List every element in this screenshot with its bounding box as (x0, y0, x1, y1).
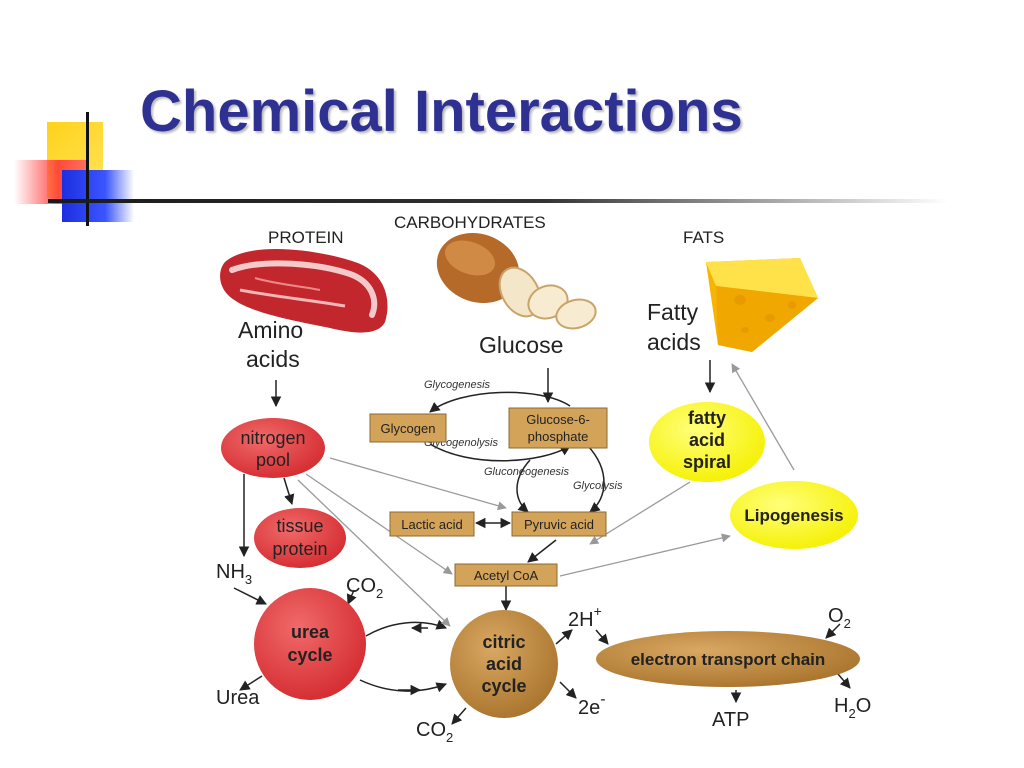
deco-blue-square (62, 170, 134, 222)
urea-cycle-node: urea cycle (254, 588, 366, 700)
pyruvic-acid-box: Pyruvic acid (511, 511, 607, 537)
amino-acids-label-line1: Amino (238, 317, 303, 343)
slide-title: Chemical Interactions (140, 79, 743, 144)
spiral-line2: acid (689, 430, 725, 450)
lipogenesis-label: Lipogenesis (744, 506, 843, 525)
carbohydrates-heading: CARBOHYDRATES (394, 213, 546, 232)
g6p-label-line2: phosphate (528, 429, 589, 444)
glycogenesis-label: Glycogenesis (424, 379, 491, 391)
tissue-protein-node: tissue protein (254, 508, 346, 568)
2h-plus-label: 2H+ (568, 603, 602, 631)
protein-heading: PROTEIN (268, 228, 344, 247)
tissue-protein-line2: protein (272, 539, 327, 559)
lactic-acid-label: Lactic acid (401, 517, 462, 532)
glucose-label: Glucose (479, 332, 563, 358)
citric-line1: citric (482, 632, 525, 652)
tissue-protein-line1: tissue (276, 516, 323, 536)
nitrogen-pool-line2: pool (256, 450, 290, 470)
etc-node: electron transport chain (596, 631, 860, 687)
atp-label: ATP (712, 709, 749, 731)
urea-cycle-line2: cycle (287, 645, 332, 665)
acetyl-coa-label: Acetyl CoA (474, 568, 539, 583)
o2-label: O2 (828, 605, 851, 631)
acetyl-coa-box: Acetyl CoA (454, 563, 558, 587)
fats-heading: FATS (683, 228, 724, 247)
cheese-icon (706, 258, 818, 352)
nh3-label: NH3 (216, 561, 252, 587)
urea-cycle-line1: urea (291, 622, 330, 642)
glycogen-label: Glycogen (381, 421, 436, 436)
title-rule (48, 199, 948, 203)
2e-minus-label: 2e- (578, 691, 606, 719)
gluconeogenesis-label: Gluconeogenesis (484, 466, 570, 478)
amino-acids-label-line2: acids (246, 346, 300, 372)
citric-line2: acid (486, 654, 522, 674)
etc-label: electron transport chain (631, 650, 826, 669)
pyruvic-acid-label: Pyruvic acid (524, 517, 594, 532)
h2o-label: H2O (834, 695, 871, 721)
citric-acid-cycle-node: citric acid cycle (450, 610, 558, 718)
spiral-line3: spiral (683, 452, 731, 472)
co2-top-label: CO2 (346, 575, 383, 601)
glycogen-box: Glycogen (369, 413, 447, 443)
lipogenesis-node: Lipogenesis (730, 481, 858, 549)
nitrogen-pool-line1: nitrogen (240, 428, 305, 448)
lactic-acid-box: Lactic acid (389, 511, 475, 537)
fatty-acid-spiral-node: fatty acid spiral (649, 402, 765, 482)
steak-icon (220, 248, 388, 333)
fatty-acids-label-line1: Fatty (647, 299, 699, 325)
co2-bottom-label: CO2 (416, 719, 453, 745)
deco-vertical-line (86, 112, 89, 226)
citric-line3: cycle (481, 676, 526, 696)
glycolysis-label: Glycolysis (573, 480, 623, 492)
urea-label: Urea (216, 687, 260, 709)
g6p-label-line1: Glucose-6- (526, 412, 590, 427)
nitrogen-pool-node: nitrogen pool (221, 418, 325, 478)
g6p-box: Glucose-6- phosphate (508, 407, 608, 449)
bread-icon (436, 232, 597, 330)
fatty-acids-label-line2: acids (647, 329, 701, 355)
spiral-line1: fatty (688, 408, 726, 428)
